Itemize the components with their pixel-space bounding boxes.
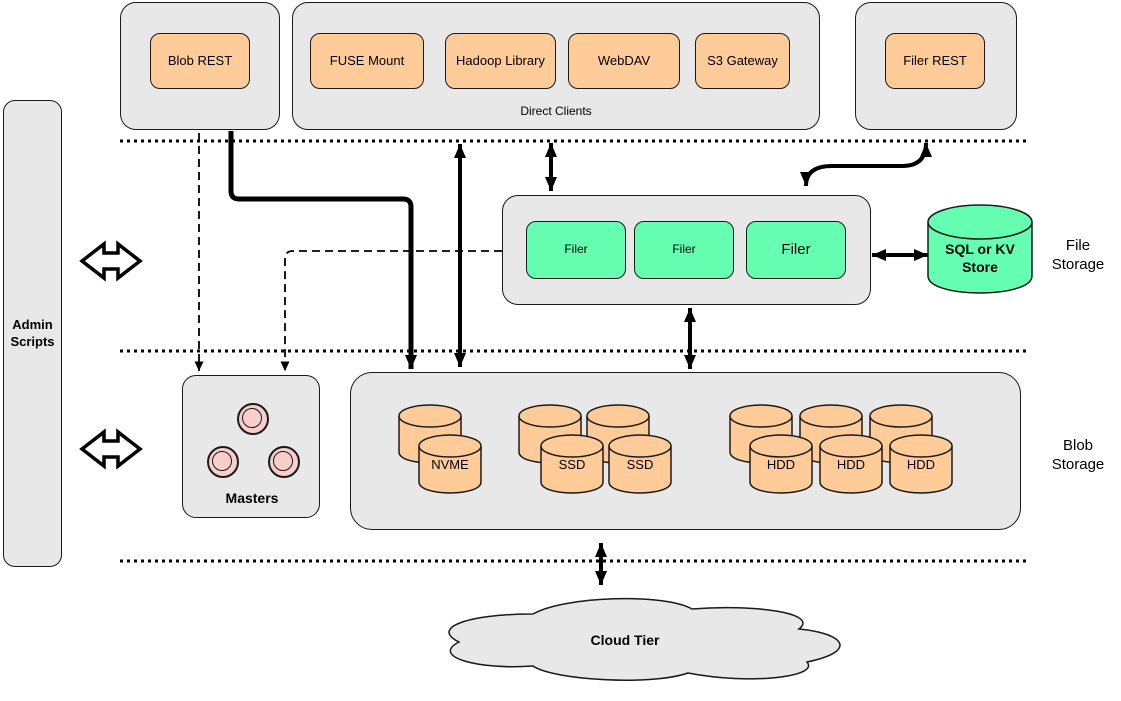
filer-node-1: Filer xyxy=(526,221,626,279)
nvme-label: NVME xyxy=(431,456,469,472)
ssd-label: SSD xyxy=(626,456,654,472)
blob-storage-layer-label: Blob Storage xyxy=(1051,437,1105,473)
filer-label-3: Filer xyxy=(781,241,811,259)
master-server-icon xyxy=(268,446,300,478)
filer-rest-to-filer-arrow xyxy=(800,142,932,187)
master-server-icon xyxy=(237,403,269,435)
filer-rest-node: Filer REST xyxy=(885,33,985,89)
admin-blob-storage-doublearrow-icon xyxy=(79,428,143,470)
s3-gateway-label: S3 Gateway xyxy=(707,52,778,68)
file-storage-layer-label: File Storage xyxy=(1051,237,1105,273)
blob-rest-to-volumes-arrow xyxy=(228,131,417,369)
webdav-label: WebDAV xyxy=(597,52,651,68)
s3-gateway-node: S3 Gateway xyxy=(695,33,790,89)
filer-node-3: Filer xyxy=(746,221,846,279)
cloud-tier-label: Cloud Tier xyxy=(590,632,660,649)
ssd-label: SSD xyxy=(558,456,586,472)
filer-label-1: Filer xyxy=(564,242,588,257)
filer-label-2: Filer xyxy=(672,242,696,257)
master-server-icon xyxy=(207,446,239,478)
hdd-label: HDD xyxy=(906,456,936,472)
volume-servers-container xyxy=(350,372,1021,530)
filer-node-2: Filer xyxy=(634,221,734,279)
blob-rest-node: Blob REST xyxy=(150,33,250,89)
blob-rest-label: Blob REST xyxy=(167,52,233,68)
admin-file-storage-doublearrow-icon xyxy=(79,240,143,282)
hdd-label: HDD xyxy=(766,456,796,472)
hdd-label: HDD xyxy=(836,456,866,472)
fuse-mount-node: FUSE Mount xyxy=(310,33,424,89)
webdav-node: WebDAV xyxy=(568,33,680,89)
masters-container: Masters xyxy=(182,375,320,518)
direct-clients-caption: Direct Clients xyxy=(520,103,592,118)
filer-to-masters-dashed-arrow xyxy=(280,250,502,371)
hadoop-library-label: Hadoop Library xyxy=(456,52,545,68)
admin-scripts-node: Admin Scripts xyxy=(3,100,62,567)
hadoop-library-node: Hadoop Library xyxy=(445,33,556,89)
masters-label: Masters xyxy=(225,490,279,507)
admin-scripts-label: Admin Scripts xyxy=(10,317,55,349)
filer-rest-label: Filer REST xyxy=(903,52,967,68)
fuse-mount-label: FUSE Mount xyxy=(329,52,405,68)
sql-kv-store-label: SQL or KV Store xyxy=(945,240,1015,275)
